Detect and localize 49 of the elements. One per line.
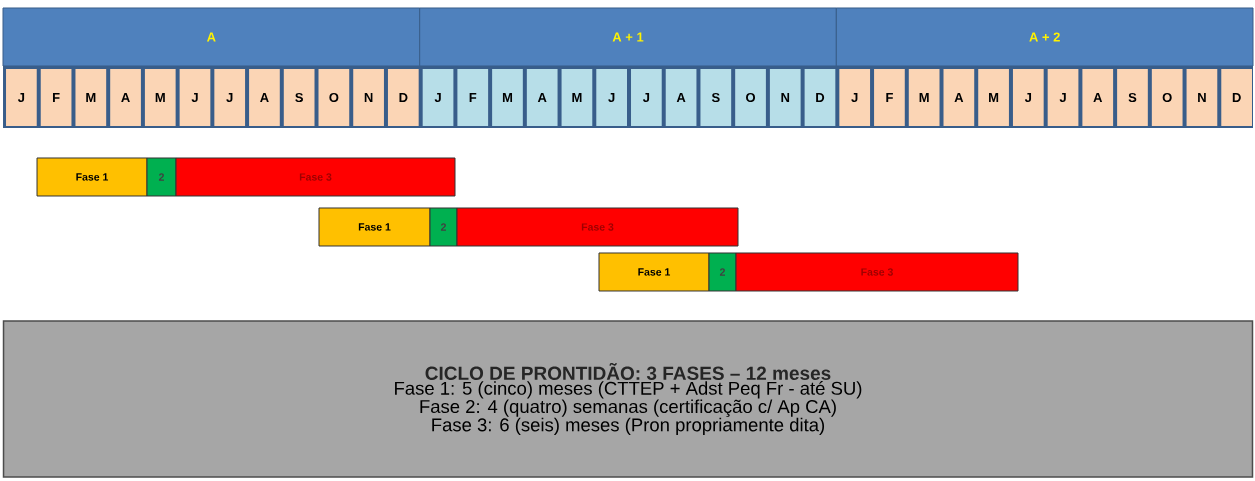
month-cell: M [144,69,176,126]
phase-bar: 2 [429,207,458,247]
month-cell: A [526,69,558,126]
month-cell: J [596,69,627,126]
month-cell: D [387,69,419,126]
summary-box: CICLO DE PRONTIDÃO: 3 FASES – 12 meses Fase 1: 5 (cinco) meses (CTTEP + Adst Peq Fr - até SU) Fase 2: 4 (quatro) semanas (certificação c/ Ap CA) Fase 3: 6 (seis) meses (Pron propriamente dita) [2,320,1254,478]
month-cell: J [422,69,454,126]
month-cell: J [6,69,37,126]
month-cell: S [1117,69,1148,126]
month-cell: F [874,69,905,126]
month-cell: A [110,69,141,126]
month-cell: M [561,69,593,126]
phase-bar: Fase 3 [735,252,1019,292]
month-cell: S [283,69,315,126]
month-cell: N [1186,69,1218,126]
month-cell: J [214,69,246,126]
month-cell: O [1151,69,1183,126]
month-cell: J [1047,69,1079,126]
month-cell: M [75,69,107,126]
month-cell: S [700,69,732,126]
month-cell: M [908,69,940,126]
month-cell: M [978,69,1009,126]
month-cell: J [179,69,211,126]
month-cell: F [40,69,72,126]
year-band: A + 1 [419,7,837,67]
month-cell: O [318,69,350,126]
month-cell: D [1221,69,1252,126]
month-cell: J [631,69,662,126]
phase-bar: Fase 1 [318,207,431,247]
phase-bar: Fase 3 [175,157,456,197]
phase-bar: Fase 3 [456,207,739,247]
month-cell: A [943,69,975,126]
month-cell: N [769,69,801,126]
month-cell: D [804,69,836,126]
month-cell: N [353,69,384,126]
month-cell: O [735,69,766,126]
month-cell: A [1082,69,1114,126]
phase-bar: 2 [708,252,737,292]
year-band: A [2,7,421,67]
month-cell: J [1012,69,1044,126]
month-cell: M [492,69,523,126]
month-cell: F [457,69,489,126]
month-cell: J [839,69,871,126]
phase-bar: Fase 1 [598,252,710,292]
year-band: A + 2 [835,7,1254,67]
month-cell: A [249,69,280,126]
phase-bar: 2 [146,157,177,197]
phase-bar: Fase 1 [36,157,148,197]
month-cell: A [665,69,697,126]
